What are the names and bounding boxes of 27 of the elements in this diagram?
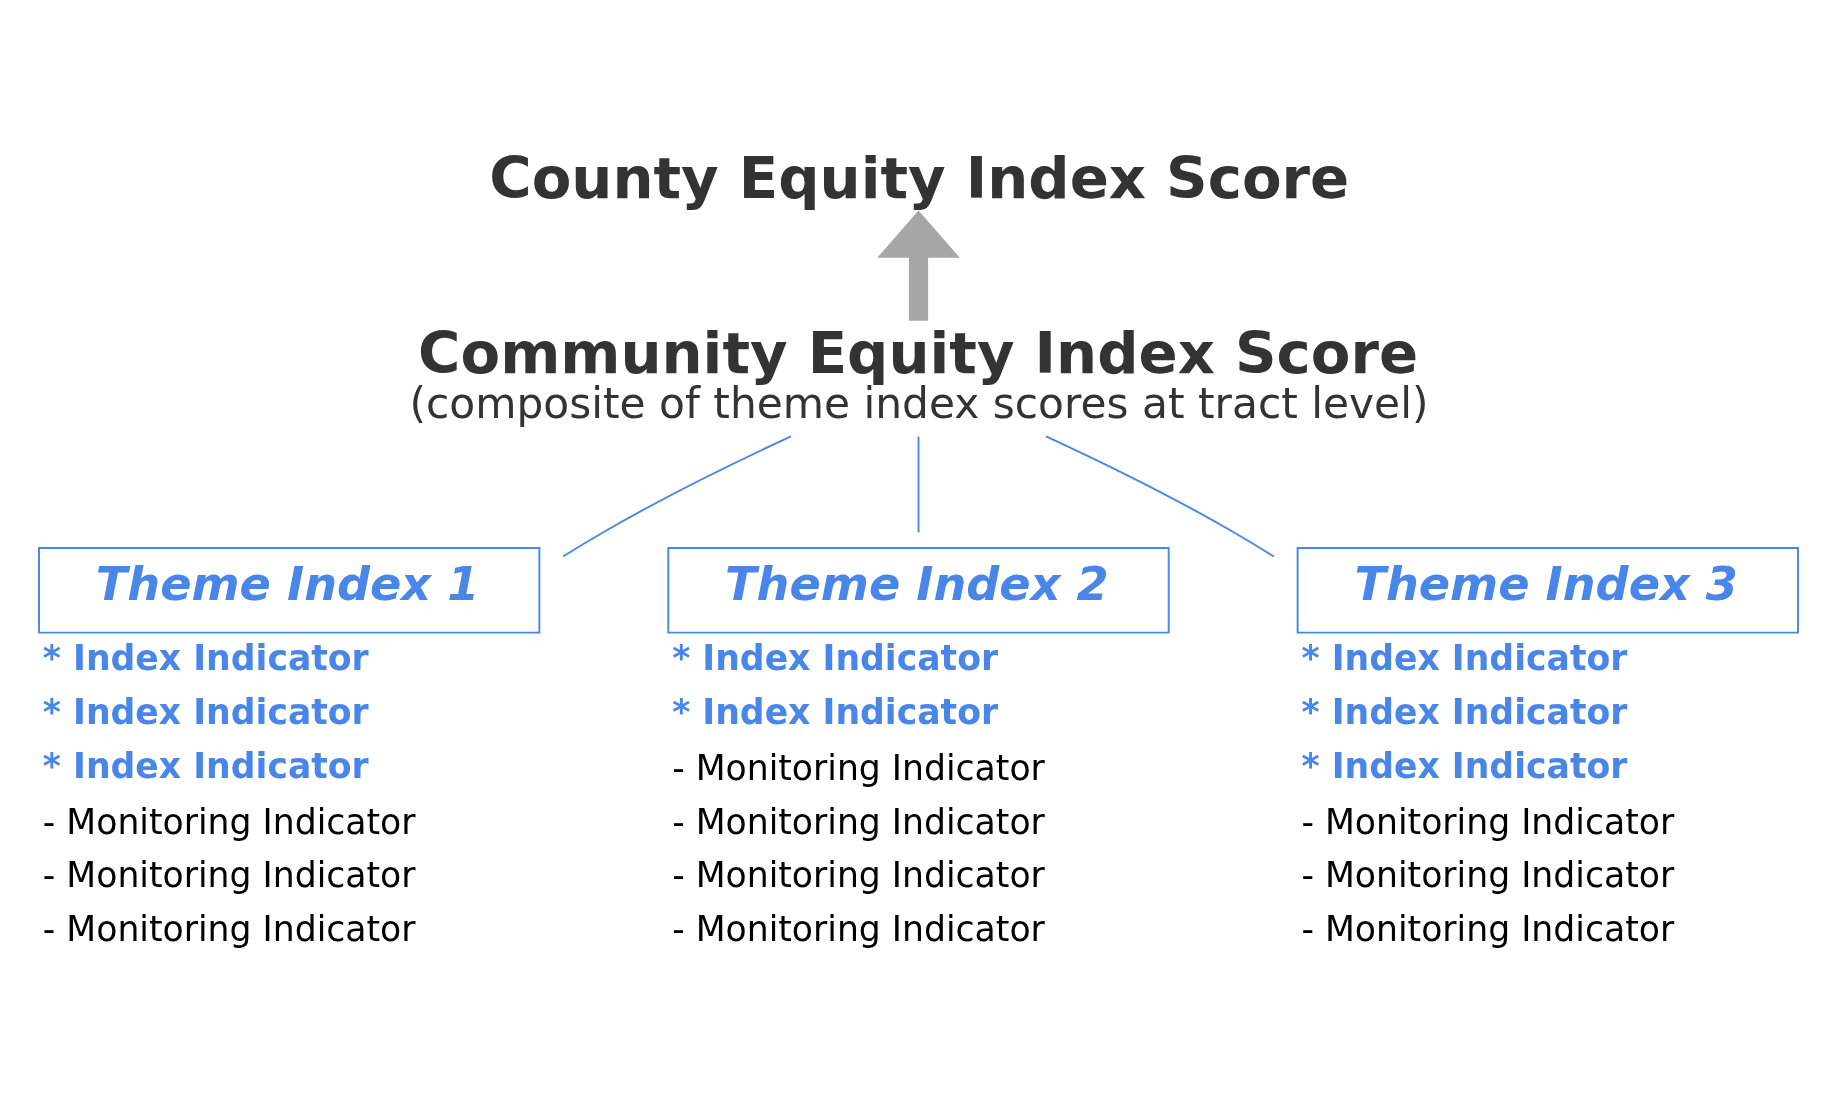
node-label: * Index Indicator — [42, 637, 369, 678]
node-box: Theme Index 3 — [1296, 546, 1799, 634]
node-box: Theme Index 2 — [667, 546, 1170, 634]
node-label: - Monitoring Indicator — [42, 908, 416, 949]
node-label: - Monitoring Indicator — [672, 854, 1045, 895]
node-label: - Monitoring Indicator — [672, 908, 1045, 949]
node-label: - Monitoring Indicator — [672, 747, 1045, 788]
connector — [562, 434, 792, 557]
connector — [917, 435, 920, 533]
node-label: - Monitoring Indicator — [42, 801, 416, 842]
node-box: Theme Index 1 — [38, 546, 541, 634]
arrow — [877, 210, 960, 321]
node-label: * Index Indicator — [1301, 637, 1628, 678]
node-label: * Index Indicator — [1301, 691, 1628, 732]
node-text: Community Equity Index Score (composite of theme index scores at tract level) — [409, 318, 1429, 428]
node-label: * Index Indicator — [42, 745, 369, 786]
node-label: * Index Indicator — [672, 691, 999, 732]
node-label: * Index Indicator — [672, 637, 999, 678]
connector — [1045, 434, 1275, 557]
node-label: * Index Indicator — [1301, 745, 1628, 786]
node-label: - Monitoring Indicator — [1301, 854, 1675, 895]
node-label: - Monitoring Indicator — [42, 854, 416, 895]
node-label: - Monitoring Indicator — [1301, 908, 1675, 949]
node-label: - Monitoring Indicator — [672, 801, 1045, 842]
node-label: * Index Indicator — [42, 691, 369, 732]
node-label: - Monitoring Indicator — [1301, 801, 1675, 842]
node-text: County Equity Index Score — [489, 143, 1350, 212]
